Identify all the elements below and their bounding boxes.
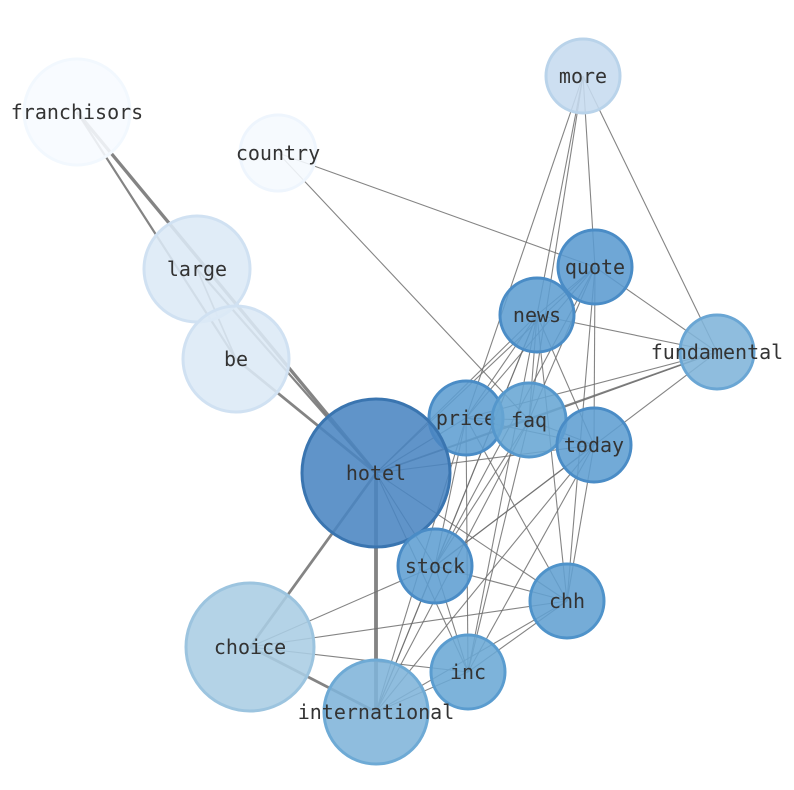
edge-country-faq — [277, 152, 530, 421]
edge-country-quote — [277, 152, 596, 268]
node-label-choice: choice — [214, 635, 286, 659]
node-franchisors: franchisors — [11, 57, 143, 167]
node-label-faq: faq — [511, 408, 547, 432]
node-fundamental: fundamental — [651, 313, 783, 391]
node-news: news — [498, 276, 576, 354]
edge-more-faq — [528, 75, 584, 421]
node-label-large: large — [167, 257, 227, 281]
node-faq: faq — [490, 381, 568, 459]
edge-more-fundamental — [582, 75, 718, 353]
node-circle-international — [322, 658, 430, 766]
node-label-international: international — [298, 700, 455, 724]
edge-more-news — [536, 75, 584, 316]
node-label-be: be — [224, 347, 248, 371]
node-hotel: hotel — [300, 397, 452, 549]
node-large: large — [142, 214, 252, 324]
node-more: more — [544, 37, 622, 115]
node-label-hotel: hotel — [346, 461, 406, 485]
node-today: today — [555, 406, 633, 484]
node-circle-inc — [429, 633, 507, 711]
node-inc: inc — [429, 633, 507, 711]
node-label-inc: inc — [450, 660, 486, 684]
edge-news-inc — [467, 314, 538, 673]
node-stock: stock — [396, 527, 474, 605]
node-label-country: country — [236, 141, 320, 165]
node-circle-be — [181, 304, 291, 414]
node-label-quote: quote — [565, 255, 625, 279]
node-label-news: news — [513, 303, 561, 327]
node-be: be — [181, 304, 291, 414]
edge-news-chh — [536, 314, 568, 602]
edge-more-price — [465, 75, 584, 419]
edge-today-inc — [467, 444, 595, 673]
node-label-today: today — [564, 433, 624, 457]
node-circle-chh — [528, 562, 606, 640]
node-circle-stock — [396, 527, 474, 605]
edge-layer — [75, 75, 718, 714]
node-circle-more — [544, 37, 622, 115]
node-chh: chh — [528, 562, 606, 640]
node-label-stock: stock — [405, 554, 465, 578]
node-international: international — [298, 658, 455, 766]
node-label-price: price — [436, 406, 496, 430]
node-circle-today — [555, 406, 633, 484]
node-circle-country — [238, 113, 318, 193]
node-quote: quote — [556, 228, 634, 306]
node-circle-choice — [184, 581, 316, 713]
node-circle-franchisors — [22, 57, 132, 167]
node-label-fundamental: fundamental — [651, 340, 783, 364]
node-choice: choice — [184, 581, 316, 713]
node-circle-quote — [556, 228, 634, 306]
edge-faq-inc — [467, 419, 530, 673]
edge-today-international — [375, 444, 595, 713]
node-label-chh: chh — [549, 589, 585, 613]
node-price: price — [427, 379, 505, 457]
node-label-franchisors: franchisors — [11, 100, 143, 124]
node-label-more: more — [559, 64, 607, 88]
node-country: country — [236, 113, 320, 193]
node-circle-fundamental — [678, 313, 756, 391]
node-circle-hotel — [300, 397, 452, 549]
node-circle-news — [498, 276, 576, 354]
